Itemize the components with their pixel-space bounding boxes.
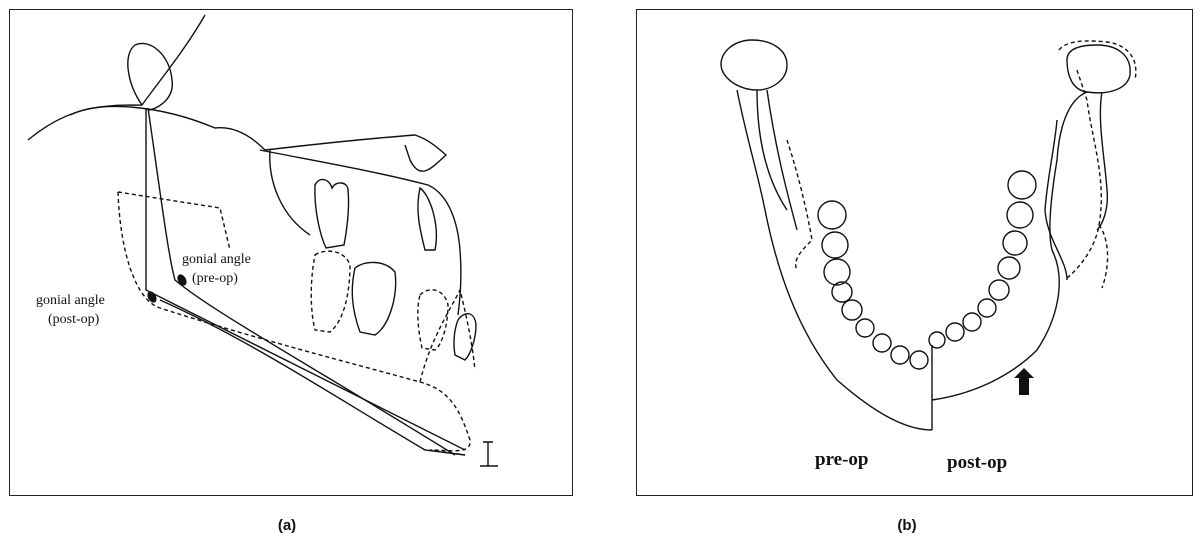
panel-a-lateral-tracing: gonial angle (pre-op) gonial angle (post…	[9, 9, 573, 496]
mandible-inner-left	[767, 90, 797, 230]
arrow-icon	[1014, 368, 1034, 395]
posterior-curve	[270, 150, 310, 235]
label-gonial-post-line2: (post-op)	[48, 312, 100, 327]
lateral-mandible-drawing: gonial angle (pre-op) gonial angle (post…	[10, 10, 574, 497]
caption-a: (a)	[257, 517, 317, 534]
right-condyle-dashed	[1059, 41, 1136, 80]
palate-line	[260, 150, 461, 315]
right-molars	[929, 171, 1036, 348]
maxilla-outline	[70, 106, 446, 171]
lower-molar-1	[352, 262, 395, 335]
mandible-outer-left	[737, 90, 932, 430]
panel-b-mandible-occlusal: pre-op post-op	[636, 9, 1193, 496]
gonial-point-post	[146, 290, 159, 304]
mandible-outer-right	[932, 92, 1087, 400]
incisor	[454, 314, 476, 360]
upper-molar-1	[315, 179, 349, 248]
label-post-op: post-op	[947, 452, 1007, 473]
upper-molar-2	[418, 188, 436, 250]
right-coronoid	[1045, 120, 1067, 280]
mandible-occlusal-drawing: pre-op post-op	[637, 10, 1194, 497]
left-molars	[818, 201, 928, 369]
scale-marker	[480, 442, 498, 466]
condyle-outline	[128, 43, 172, 110]
mandible-lower-border	[160, 300, 465, 455]
lower-molar-dashed-1	[311, 251, 350, 332]
label-pre-op: pre-op	[815, 449, 868, 470]
label-gonial-pre-line2: (pre-op)	[192, 271, 238, 286]
left-condyle	[721, 40, 787, 90]
cranial-base-line	[28, 15, 205, 140]
label-gonial-post-line1: gonial angle	[36, 293, 105, 308]
caption-b: (b)	[877, 517, 937, 534]
right-condyle	[1067, 45, 1130, 93]
gonial-point-pre	[176, 273, 189, 287]
label-gonial-pre-line1: gonial angle	[182, 252, 251, 267]
postop-dashed-outline	[118, 192, 475, 455]
